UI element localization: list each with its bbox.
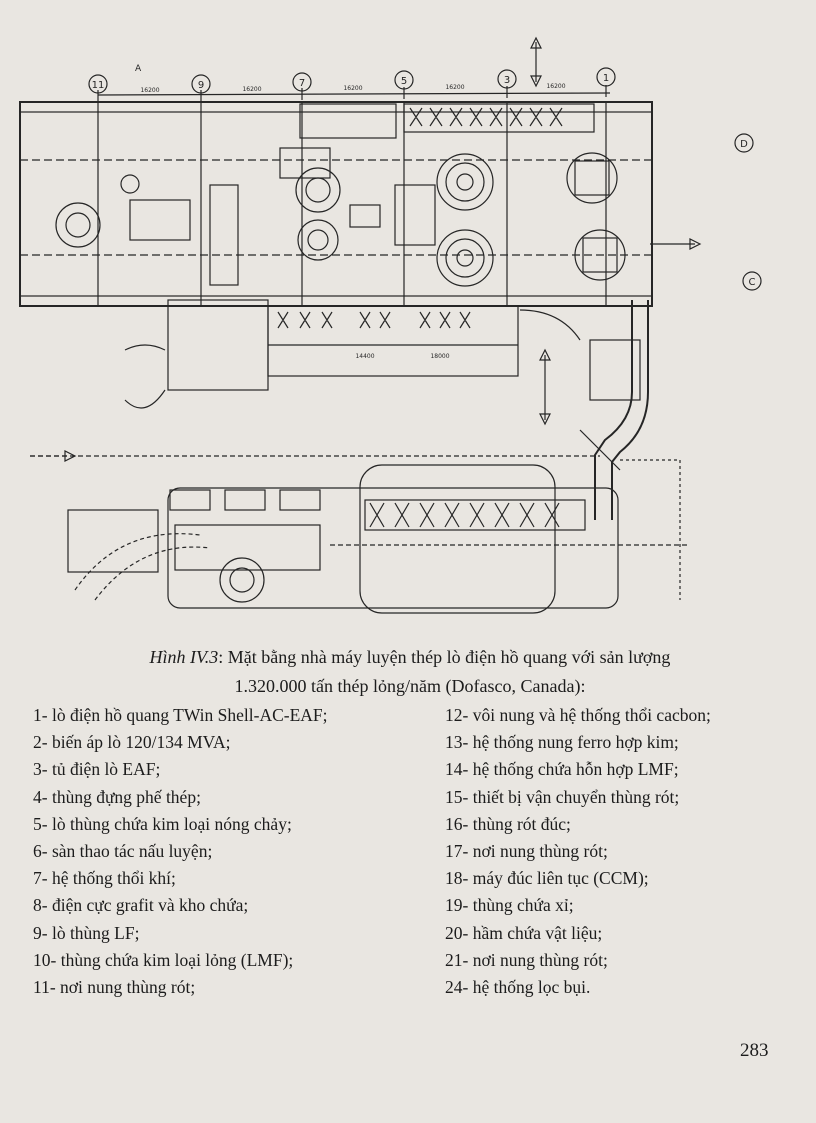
legend-item: 8- điện cực grafit và kho chứa; bbox=[33, 895, 249, 916]
legend-item: 5- lò thùng chứa kim loại nóng chảy; bbox=[33, 813, 292, 834]
dim-1: 16200 bbox=[140, 87, 159, 94]
axis-7: 7 bbox=[299, 78, 305, 89]
figure-label: Hình IV.3 bbox=[149, 647, 219, 667]
legend-item: 18- máy đúc liên tục (CCM); bbox=[445, 868, 649, 889]
page-number: 283 bbox=[740, 1040, 769, 1061]
lower-bays: 14400 18000 bbox=[124, 299, 581, 409]
legend-item: 6- sàn thao tác nấu luyện; bbox=[33, 840, 213, 861]
axis-d: D bbox=[740, 139, 748, 150]
caption-line-1: : Mặt bằng nhà máy luyện thép lò điện hồ… bbox=[218, 647, 671, 667]
caster-building bbox=[30, 455, 690, 614]
legend-item: 16- thùng rót đúc; bbox=[445, 813, 571, 834]
legend-item: 20- hầm chứa vật liệu; bbox=[445, 922, 603, 943]
dim-3: 16200 bbox=[343, 85, 362, 92]
melt-shop-building bbox=[19, 101, 653, 307]
legend-item: 17- nơi nung thùng rót; bbox=[445, 840, 608, 861]
axis-9: 9 bbox=[198, 80, 204, 91]
axis-11: 11 bbox=[92, 80, 105, 91]
axis-3: 3 bbox=[504, 75, 510, 86]
axis-c: C bbox=[749, 277, 756, 288]
legend-item: 21- nơi nung thùng rót; bbox=[445, 949, 608, 970]
dimension-line: 16200 16200 16200 16200 16200 bbox=[97, 83, 611, 102]
legend-item: 10- thùng chứa kim loại lỏng (LMF); bbox=[33, 949, 294, 970]
dim-2: 16200 bbox=[242, 86, 261, 93]
legend-item: 15- thiết bị vận chuyển thùng rót; bbox=[445, 786, 680, 807]
dim-4: 16200 bbox=[445, 84, 464, 91]
figure-caption: Hình IV.3: Mặt bằng nhà máy luyện thép l… bbox=[40, 643, 780, 701]
legend-left: 1- lò điện hồ quang TWin Shell-AC-EAF; 2… bbox=[33, 702, 328, 1001]
legend-item: 4- thùng đựng phế thép; bbox=[33, 786, 201, 807]
dust-duct bbox=[579, 300, 649, 520]
legend-item: 7- hệ thống thổi khí; bbox=[33, 868, 176, 889]
arc-furnaces bbox=[55, 152, 626, 287]
dim-7: 18000 bbox=[430, 353, 449, 360]
legend-item: 11- nơi nung thùng rót; bbox=[33, 976, 196, 997]
legend-item: 24- hệ thống lọc bụi. bbox=[445, 976, 591, 997]
axis-5: 5 bbox=[401, 76, 407, 87]
legend-item: 3- tủ điện lò EAF; bbox=[33, 759, 161, 780]
legend-item: 9- lò thùng LF; bbox=[33, 922, 140, 943]
dim-6: 14400 bbox=[355, 353, 374, 360]
legend-item: 14- hệ thống chứa hỗn hợp LMF; bbox=[445, 759, 679, 780]
axis-1: 1 bbox=[603, 73, 609, 84]
axis-markers: 11 9 7 5 3 1 D C A bbox=[88, 64, 762, 291]
legend-item: 19- thùng chứa xỉ; bbox=[445, 895, 574, 916]
legend-right: 12- vôi nung và hệ thống thổi cacbon; 13… bbox=[445, 702, 711, 1001]
legend-item: 13- hệ thống nung ferro hợp kim; bbox=[445, 732, 679, 753]
dim-5: 16200 bbox=[546, 83, 565, 90]
caption-line-2: 1.320.000 tấn thép lỏng/năm (Dofasco, Ca… bbox=[234, 676, 586, 696]
legend-item: 2- biến áp lò 120/134 MVA; bbox=[33, 732, 231, 753]
legend-item: 1- lò điện hồ quang TWin Shell-AC-EAF; bbox=[33, 705, 328, 725]
legend-item: 12- vôi nung và hệ thống thổi cacbon; bbox=[445, 705, 711, 725]
plant-layout-figure: 11 9 7 5 3 1 D C A 16200 16200 16200 162… bbox=[19, 36, 762, 614]
axis-a: A bbox=[135, 64, 142, 74]
